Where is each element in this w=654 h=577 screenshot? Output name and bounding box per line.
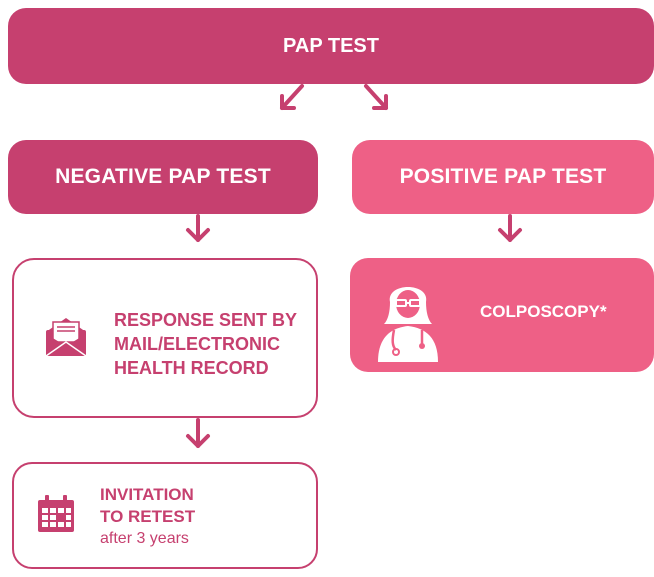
colposcopy-box: COLPOSCOPY*: [350, 258, 654, 372]
response-line-3: HEALTH RECORD: [114, 358, 269, 378]
response-text: RESPONSE SENT BY MAIL/ELECTRONIC HEALTH …: [114, 308, 297, 380]
arrow-top-right: [364, 84, 388, 110]
pap-test-box: PAP TEST: [8, 8, 654, 84]
invitation-box: INVITATION TO RETEST after 3 years: [12, 462, 318, 569]
invitation-line-2: TO RETEST: [100, 507, 196, 526]
response-box: RESPONSE SENT BY MAIL/ELECTRONIC HEALTH …: [12, 258, 318, 418]
positive-pap-test-box: POSITIVE PAP TEST: [352, 140, 654, 214]
positive-label: POSITIVE PAP TEST: [399, 165, 607, 188]
negative-label: NEGATIVE PAP TEST: [55, 165, 271, 188]
arrow-top-left: [280, 84, 304, 110]
envelope-icon: [45, 318, 87, 357]
invitation-line-1: INVITATION: [100, 485, 194, 504]
calendar-icon: [38, 495, 74, 532]
response-line-2: MAIL/ELECTRONIC: [114, 334, 280, 354]
negative-pap-test-box: NEGATIVE PAP TEST: [8, 140, 318, 214]
invitation-text: INVITATION TO RETEST after 3 years: [100, 484, 195, 550]
invitation-sub: after 3 years: [100, 530, 189, 547]
response-line-1: RESPONSE SENT BY: [114, 310, 298, 330]
pap-test-label: PAP TEST: [283, 34, 379, 57]
doctor-icon: [378, 287, 438, 362]
colposcopy-label: COLPOSCOPY*: [480, 302, 607, 321]
